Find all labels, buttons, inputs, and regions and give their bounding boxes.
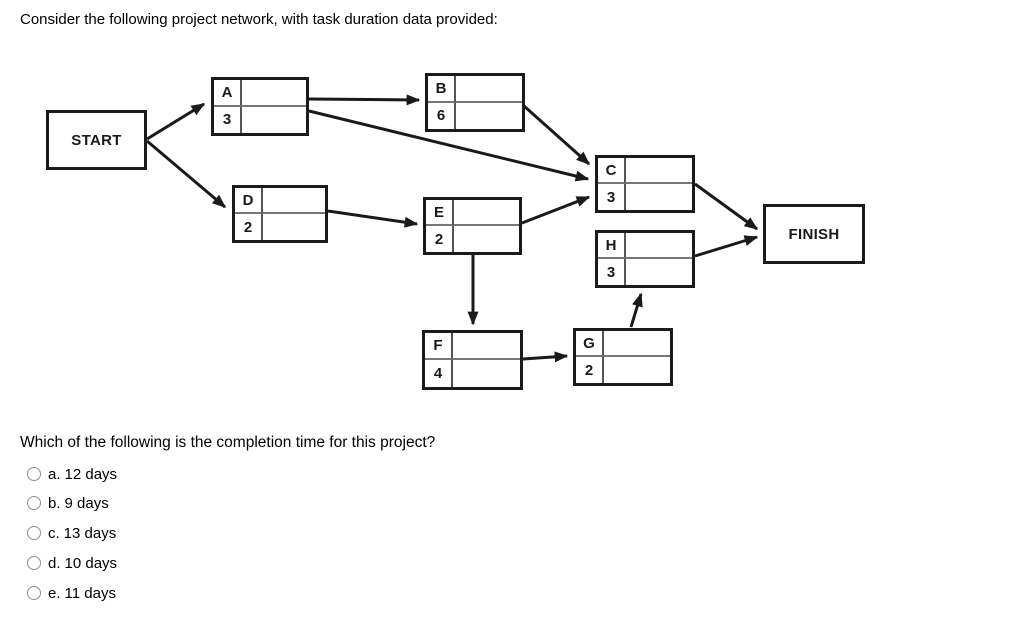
radio-option-c[interactable] <box>27 526 41 540</box>
edge-d-e <box>327 209 419 228</box>
question-text: Which of the following is the completion… <box>20 434 436 451</box>
option-text[interactable]: 12 days <box>64 465 118 483</box>
task-cell-empty <box>454 200 519 226</box>
task-letter: B <box>428 76 456 103</box>
task-node-D: D 2 <box>232 185 328 243</box>
start-node: START <box>46 110 147 170</box>
edge-g-h <box>629 292 643 328</box>
task-node-A: A 3 <box>211 77 309 136</box>
task-letter: A <box>214 80 242 107</box>
task-letter: F <box>425 333 453 360</box>
answer-option-e[interactable]: e. 11 days <box>27 583 116 603</box>
task-cell-empty <box>242 107 306 134</box>
edge-a-b <box>308 94 421 106</box>
task-letter: G <box>576 331 604 357</box>
edge-b-c <box>523 104 591 166</box>
option-text[interactable]: 10 days <box>64 554 118 572</box>
option-text[interactable]: 9 days <box>64 494 109 512</box>
task-node-G: G 2 <box>573 328 673 386</box>
edge-c-finish <box>694 182 759 231</box>
task-duration: 2 <box>576 357 604 383</box>
task-letter: H <box>598 233 626 259</box>
task-letter: C <box>598 158 626 184</box>
task-duration: 4 <box>425 360 453 387</box>
answer-option-d[interactable]: d. 10 days <box>27 553 117 573</box>
task-cell-empty <box>263 188 325 214</box>
task-cell-empty <box>604 357 670 383</box>
option-letter: e. <box>48 584 61 602</box>
task-cell-empty <box>604 331 670 357</box>
radio-option-d[interactable] <box>27 556 41 570</box>
task-cell-empty <box>454 226 519 252</box>
task-cell-empty <box>263 214 325 240</box>
task-cell-empty <box>453 360 520 387</box>
edge-start-d <box>146 139 227 209</box>
answer-option-a[interactable]: a. 12 days <box>27 464 117 484</box>
task-cell-empty <box>456 103 522 130</box>
task-duration: 3 <box>598 184 626 210</box>
edge-f-g <box>522 351 569 363</box>
option-text[interactable]: 13 days <box>63 524 117 542</box>
task-cell-empty <box>453 333 520 360</box>
task-letter: E <box>426 200 454 226</box>
task-cell-empty <box>626 233 692 259</box>
task-duration: 3 <box>214 106 242 133</box>
option-letter: c. <box>48 524 60 542</box>
answer-option-b[interactable]: b. 9 days <box>27 493 109 513</box>
task-cell-empty <box>626 184 692 210</box>
task-cell-empty <box>626 259 692 285</box>
task-node-E: E 2 <box>423 197 522 255</box>
question-intro-text: Consider the following project network, … <box>20 11 498 28</box>
option-letter: b. <box>48 494 61 512</box>
edge-e-c <box>521 195 591 225</box>
radio-option-b[interactable] <box>27 496 41 510</box>
task-duration: 2 <box>426 226 454 252</box>
task-node-B: B 6 <box>425 73 525 132</box>
task-letter: D <box>235 188 263 214</box>
task-node-F: F 4 <box>422 330 523 390</box>
task-cell-empty <box>456 76 522 103</box>
task-duration: 6 <box>428 102 456 129</box>
task-cell-empty <box>242 80 306 107</box>
edge-h-finish <box>694 235 759 258</box>
option-text[interactable]: 11 days <box>64 584 116 602</box>
task-node-H: H 3 <box>595 230 695 288</box>
option-letter: a. <box>48 465 61 483</box>
option-letter: d. <box>48 554 61 572</box>
task-cell-empty <box>626 158 692 184</box>
edge-a-c <box>308 109 590 182</box>
answer-option-c[interactable]: c. 13 days <box>27 523 116 543</box>
task-duration: 2 <box>235 214 263 240</box>
task-duration: 3 <box>598 259 626 285</box>
edge-start-a <box>146 102 206 141</box>
radio-option-e[interactable] <box>27 586 41 600</box>
finish-node: FINISH <box>763 204 865 264</box>
radio-option-a[interactable] <box>27 467 41 481</box>
task-node-C: C 3 <box>595 155 695 213</box>
